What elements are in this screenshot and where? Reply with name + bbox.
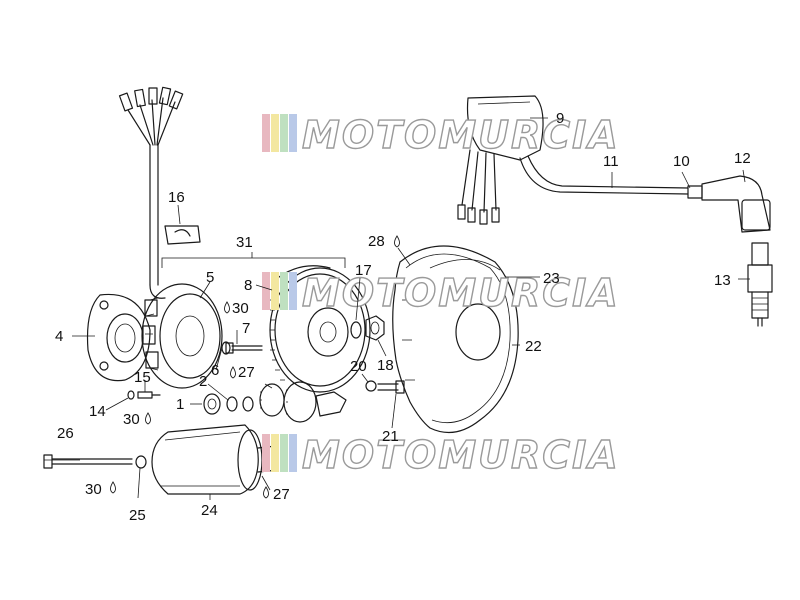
nut-18 (365, 315, 385, 341)
watermark-text: MOTOMURCIA (302, 433, 620, 477)
callout-23: 23 (543, 270, 560, 287)
watermark-stripe (289, 114, 297, 152)
bush-1 (203, 393, 221, 415)
watermark-stripe (280, 272, 288, 310)
callout-30-top: 30 (232, 300, 249, 317)
ignition-coil-9 (457, 95, 544, 225)
callout-27-top: 27 (238, 364, 255, 381)
stator-wiring-harness (118, 86, 184, 299)
callout-24: 24 (201, 502, 218, 519)
washer-14 (127, 390, 135, 400)
watermark-stripe (271, 434, 279, 472)
callout-26: 26 (57, 425, 74, 442)
callout-16: 16 (168, 189, 185, 206)
grease-drop-icon (110, 235, 400, 499)
watermark-stripe (280, 114, 288, 152)
watermark-middle: MOTOMURCIA (262, 270, 620, 316)
screw-15 (137, 391, 161, 399)
washer-20 (365, 380, 377, 392)
bolt-7 (225, 342, 263, 354)
callout-27-bottom: 27 (273, 486, 290, 503)
callout-10: 10 (673, 153, 690, 170)
callout-21: 21 (382, 428, 399, 445)
watermark-text: MOTOMURCIA (302, 271, 620, 315)
callout-14: 14 (89, 403, 106, 420)
watermark-stripe (289, 272, 297, 310)
callout-25: 25 (129, 507, 146, 524)
callout-7: 7 (242, 320, 250, 337)
callout-13: 13 (714, 272, 731, 289)
callout-4: 4 (55, 328, 63, 345)
starter-drive-gear (259, 381, 347, 423)
washer-2 (226, 396, 254, 412)
callout-11: 11 (603, 153, 619, 170)
washer-25 (135, 455, 147, 469)
spark-plug-cap-12 (687, 175, 771, 233)
screw-21 (377, 380, 405, 394)
group-bracket-31 (161, 257, 346, 268)
watermark-stripe (280, 434, 288, 472)
callout-8: 8 (244, 277, 252, 294)
watermark-stripe (262, 114, 270, 152)
crankcase-cover-22 (392, 245, 519, 434)
cable-clip-16 (164, 225, 201, 245)
callout-2: 2 (199, 373, 207, 390)
callout-12: 12 (734, 150, 751, 167)
leader-lines (44, 117, 750, 500)
watermark-stripe (289, 434, 297, 472)
starter-motor-24 (151, 424, 279, 495)
callout-28: 28 (368, 233, 385, 250)
callout-30-mid: 30 (123, 411, 140, 428)
callout-9: 9 (556, 110, 564, 127)
watermark-stripe (262, 272, 270, 310)
callout-1: 1 (176, 396, 184, 413)
callout-5: 5 (206, 269, 214, 286)
callout-18: 18 (377, 357, 394, 374)
long-bolt-26 (43, 454, 133, 469)
watermark-text: MOTOMURCIA (302, 113, 620, 157)
spark-plug-13 (747, 242, 773, 327)
watermark-stripe (271, 114, 279, 152)
ht-lead-11 (519, 155, 689, 195)
flywheel-8 (269, 265, 371, 393)
callout-30-bottom: 30 (85, 481, 102, 498)
callout-20: 20 (350, 358, 367, 375)
watermark-stripe (262, 434, 270, 472)
callout-22: 22 (525, 338, 542, 355)
callout-6: 6 (211, 362, 219, 379)
callout-labels: 9 11 10 12 13 23 22 28 17 18 20 21 16 31… (55, 110, 751, 524)
callout-15: 15 (134, 369, 151, 386)
watermark-bottom: MOTOMURCIA (262, 432, 620, 478)
pickup-plate-4 (86, 293, 151, 382)
gasket-23 (429, 259, 501, 271)
washer-17 (350, 321, 362, 339)
callout-31: 31 (236, 234, 253, 251)
callout-17: 17 (355, 262, 372, 279)
watermark-stripe (271, 272, 279, 310)
stator-5 (141, 283, 223, 389)
watermark-top: MOTOMURCIA (262, 112, 620, 158)
